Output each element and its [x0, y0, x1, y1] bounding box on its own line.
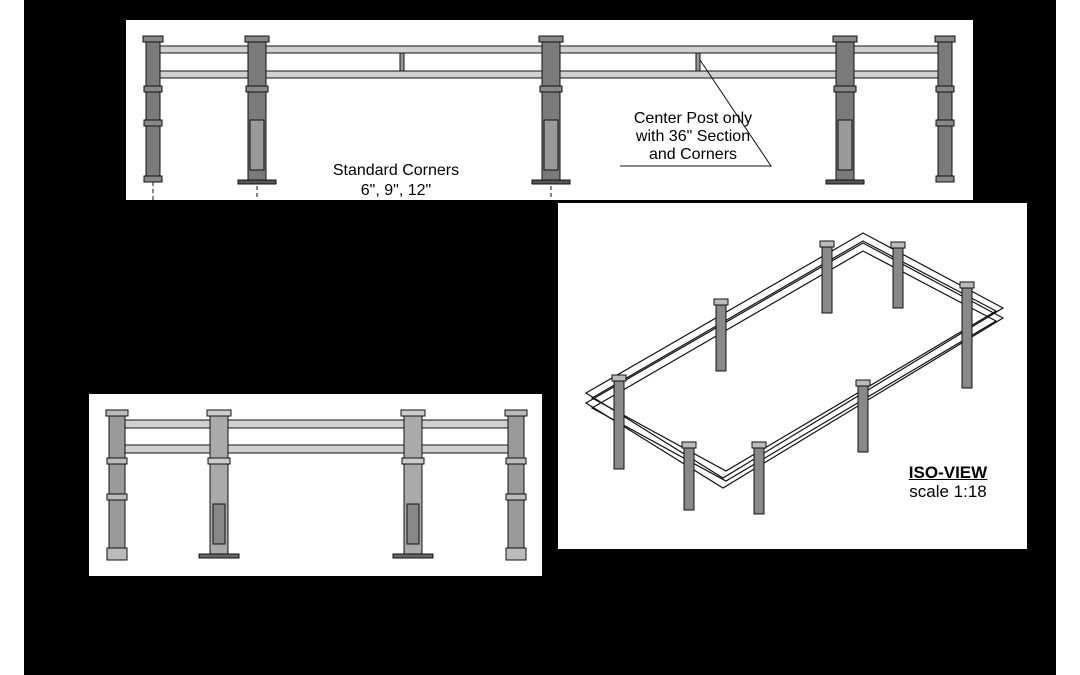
- iso-view-title: ISO-VIEW: [908, 463, 988, 482]
- rail-spacer: [695, 52, 701, 72]
- standard-corners-label: Standard Corners: [332, 162, 460, 179]
- bottom-elevation-view: [89, 394, 542, 576]
- middle-rail: [114, 444, 516, 454]
- bottom-elevation-drawing: [105, 409, 528, 561]
- top-elevation-drawing: [142, 35, 956, 200]
- center-post-note-line3: and Corners: [648, 146, 738, 163]
- rail-spacer: [399, 52, 405, 72]
- corner-post: [825, 35, 865, 185]
- end-post: [142, 35, 164, 183]
- iso-view-scale: scale 1:18: [909, 482, 987, 501]
- top-rail: [114, 419, 516, 429]
- end-post: [105, 409, 129, 561]
- end-post: [934, 35, 956, 183]
- center-post: [531, 35, 571, 185]
- center-post-note-line1: Center Post only: [633, 110, 753, 127]
- corner-post: [237, 35, 277, 185]
- iso-posts: [613, 246, 973, 515]
- standard-corners-sizes: 6", 9", 12": [360, 182, 432, 199]
- end-post: [504, 409, 528, 561]
- iso-view-panel: ISO-VIEW scale 1:18: [558, 203, 1027, 549]
- note-leader-line: [620, 59, 772, 167]
- center-post-note-line2: with 36" Section: [635, 128, 751, 145]
- corner-post: [198, 409, 240, 559]
- top-elevation-view: Standard Corners 6", 9", 12" Center Post…: [126, 20, 973, 200]
- iso-view-drawing: [584, 232, 1005, 515]
- iso-rail-frame: [584, 232, 1005, 489]
- corner-post: [392, 409, 434, 559]
- iso-post-caps: [611, 240, 975, 449]
